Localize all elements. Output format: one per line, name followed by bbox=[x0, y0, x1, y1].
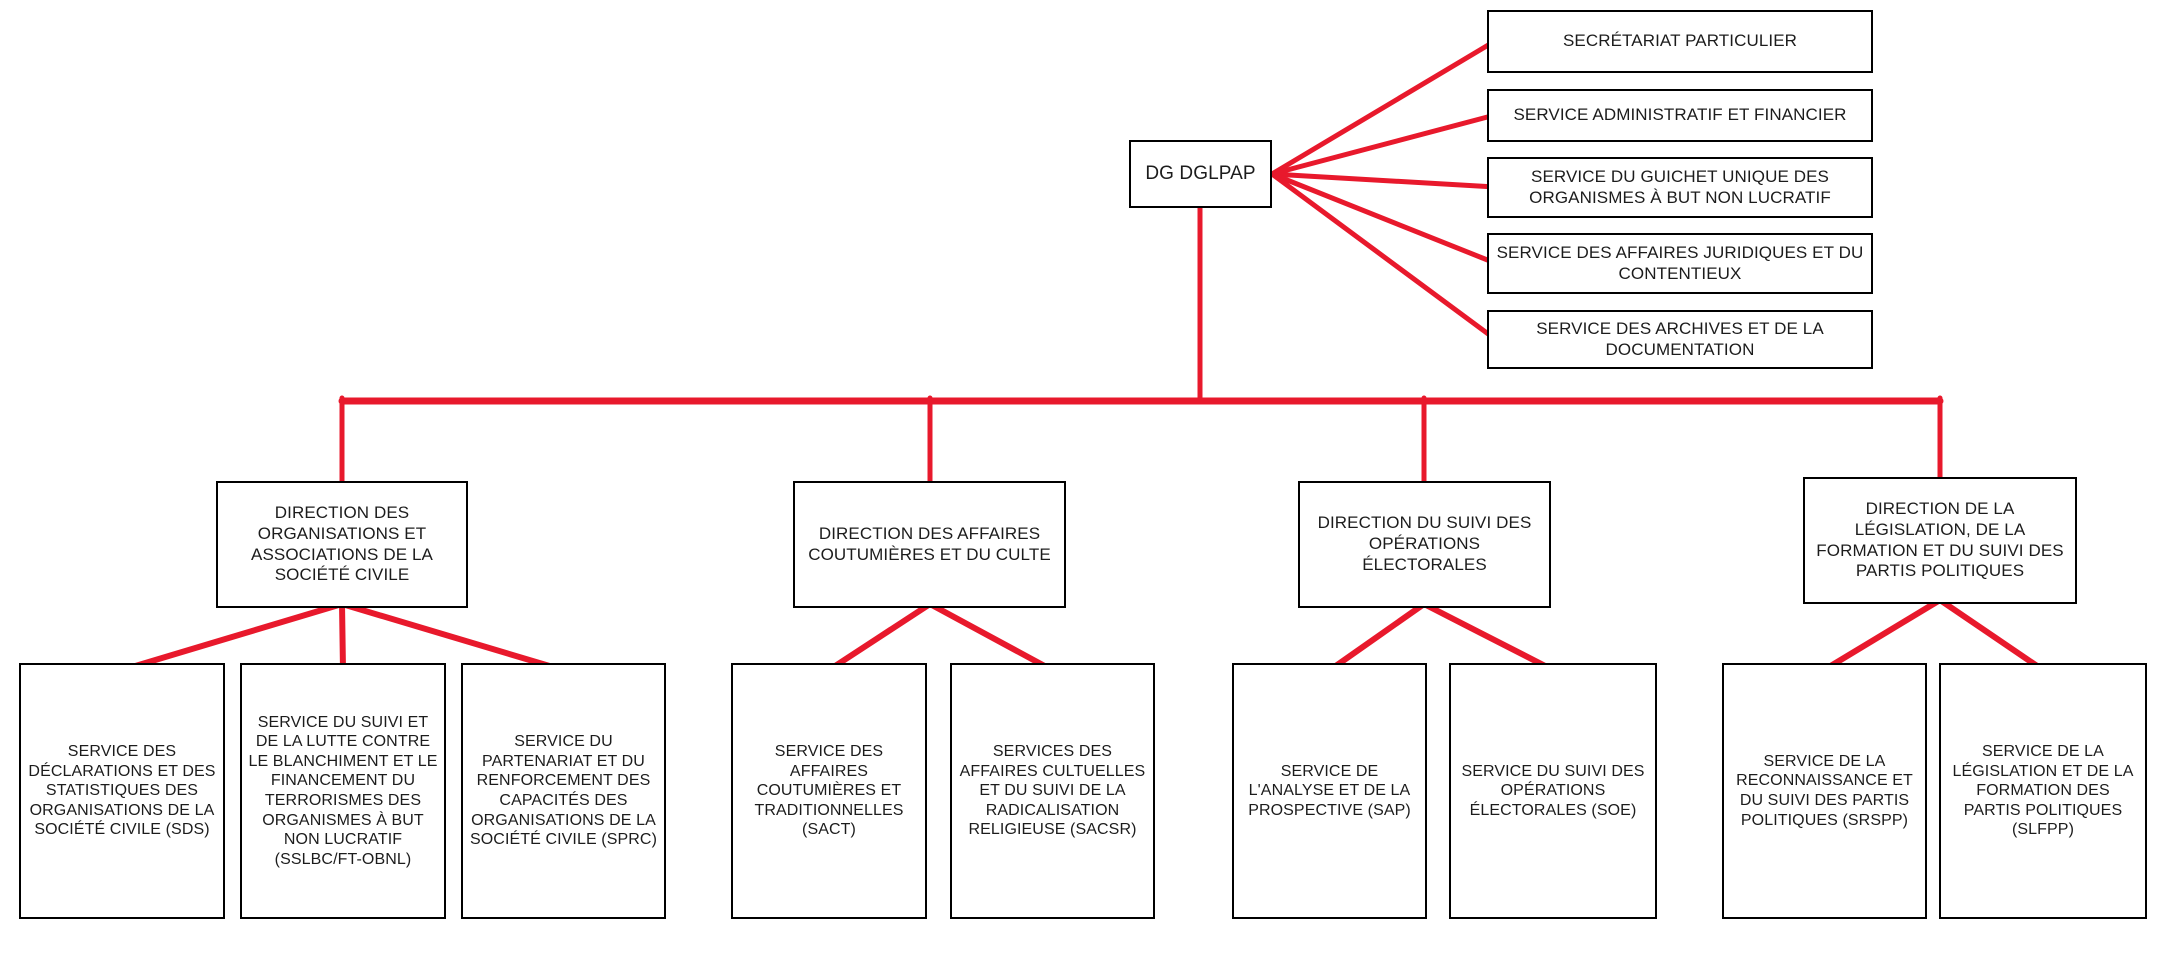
node-secretariat-particulier: SECRÉTARIAT PARTICULIER bbox=[1487, 10, 1873, 73]
node-service-sslbc-ft-obnl: SERVICE DU SUIVI ET DE LA LUTTE CONTRE L… bbox=[240, 663, 446, 919]
node-service-guichet-unique: SERVICE DU GUICHET UNIQUE DES ORGANISMES… bbox=[1487, 157, 1873, 218]
node-service-srspp: SERVICE DE LA RECONNAISSANCE ET DU SUIVI… bbox=[1722, 663, 1927, 919]
node-service-sds: SERVICE DES DÉCLARATIONS ET DES STATISTI… bbox=[19, 663, 225, 919]
node-service-archives-documentation: SERVICE DES ARCHIVES ET DE LA DOCUMENTAT… bbox=[1487, 310, 1873, 369]
node-service-sprc: SERVICE DU PARTENARIAT ET DU RENFORCEMEN… bbox=[461, 663, 666, 919]
node-direction-organisations-societe-civile: DIRECTION DES ORGANISATIONS ET ASSOCIATI… bbox=[216, 481, 468, 608]
node-service-affaires-juridiques: SERVICE DES AFFAIRES JURIDIQUES ET DU CO… bbox=[1487, 233, 1873, 294]
node-service-sact: SERVICE DES AFFAIRES COUTUMIÈRES ET TRAD… bbox=[731, 663, 927, 919]
node-service-slfpp: SERVICE DE LA LÉGISLATION ET DE LA FORMA… bbox=[1939, 663, 2147, 919]
node-service-sacsr: SERVICES DES AFFAIRES CULTUELLES ET DU S… bbox=[950, 663, 1155, 919]
node-direction-suivi-operations-electorales: DIRECTION DU SUIVI DES OPÉRATIONS ÉLECTO… bbox=[1298, 481, 1551, 608]
node-service-administratif-financier: SERVICE ADMINISTRATIF ET FINANCIER bbox=[1487, 89, 1873, 142]
node-direction-legislation-formation-partis: DIRECTION DE LA LÉGISLATION, DE LA FORMA… bbox=[1803, 477, 2077, 604]
node-direction-affaires-coutumieres-culte: DIRECTION DES AFFAIRES COUTUMIÈRES ET DU… bbox=[793, 481, 1066, 608]
node-service-sap: SERVICE DE L'ANALYSE ET DE LA PROSPECTIV… bbox=[1232, 663, 1427, 919]
node-service-soe: SERVICE DU SUIVI DES OPÉRATIONS ÉLECTORA… bbox=[1449, 663, 1657, 919]
node-dg-dglpap: DG DGLPAP bbox=[1129, 140, 1272, 208]
